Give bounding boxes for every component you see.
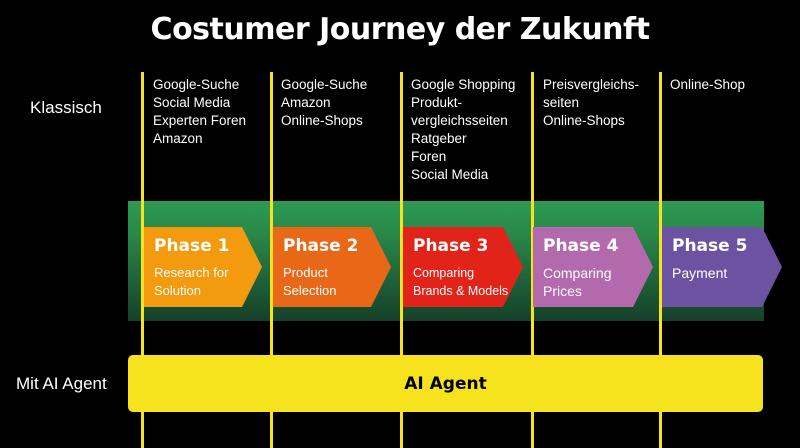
channel-item: Experten Foren [153, 113, 247, 128]
channel-item: Social Media [411, 167, 489, 182]
channel-item: Online-Shops [543, 113, 625, 128]
phase-description: Comparing Brands & Models [413, 264, 508, 300]
phase-desc-line: Comparing [413, 266, 475, 280]
phase-1-arrow: Phase 1 Research for Solution [144, 227, 262, 307]
phase-title: Phase 5 [672, 236, 748, 256]
channel-item: Foren [411, 149, 447, 164]
phase-4-arrow: Phase 4 Comparing Prices [533, 227, 653, 307]
classic-channels-phase-3: Google Shopping Produkt- vergleichsseite… [411, 76, 515, 184]
row-label-ai: Mit AI Agent [16, 374, 107, 393]
ai-agent-label: AI Agent [404, 373, 487, 394]
phase-title: Phase 4 [543, 236, 619, 256]
phase-desc-line: Solution [154, 283, 201, 298]
channel-item: Google-Suche [153, 77, 240, 92]
phase-desc-line: Research for [154, 265, 229, 280]
phase-description: Research for Solution [154, 264, 228, 300]
phase-desc-line: Prices [543, 283, 582, 299]
divider-line [270, 72, 273, 448]
classic-channels-phase-1: Google-Suche Social Media Experten Foren… [153, 76, 246, 148]
phase-desc-line: Brands & Models [413, 284, 509, 298]
classic-channels-phase-5: Online-Shop [670, 76, 745, 94]
channel-item: Online-Shop [670, 77, 746, 92]
channel-item: Produkt- [411, 95, 463, 110]
row-label-classic: Klassisch [30, 98, 102, 117]
phase-2-arrow: Phase 2 Product Selection [273, 227, 391, 307]
phase-3-arrow: Phase 3 Comparing Brands & Models [403, 227, 523, 307]
phase-desc-line: Payment [672, 265, 728, 281]
phase-desc-line: Selection [283, 283, 337, 298]
phase-desc-line: Comparing [543, 265, 612, 281]
channel-item: vergleichsseiten [411, 113, 508, 128]
divider-line [659, 72, 662, 448]
classic-channels-phase-2: Google-Suche Amazon Online-Shops [281, 76, 367, 130]
phase-description: Payment [672, 264, 727, 282]
divider-line [141, 72, 144, 448]
phase-5-arrow: Phase 5 Payment [662, 227, 782, 307]
ai-agent-bar: AI Agent [128, 355, 763, 412]
channel-item: Preisvergleichs- [543, 77, 640, 92]
divider-line [400, 72, 403, 448]
channel-item: Social Media [153, 95, 231, 110]
channel-item: Online-Shops [281, 113, 363, 128]
channel-item: Google-Suche [281, 77, 368, 92]
classic-channels-phase-4: Preisvergleichs- seiten Online-Shops [543, 76, 639, 130]
phase-title: Phase 1 [154, 236, 230, 256]
phase-description: Comparing Prices [543, 264, 611, 300]
phase-desc-line: Product [283, 265, 328, 280]
phase-title: Phase 3 [413, 236, 489, 256]
phase-description: Product Selection [283, 264, 336, 300]
channel-item: seiten [543, 95, 580, 110]
channel-item: Ratgeber [411, 131, 467, 146]
divider-line [531, 72, 534, 448]
channel-item: Google Shopping [411, 77, 516, 92]
channel-item: Amazon [153, 131, 203, 146]
phase-title: Phase 2 [283, 236, 359, 256]
channel-item: Amazon [281, 95, 331, 110]
page-title: Costumer Journey der Zukunft [150, 12, 650, 47]
